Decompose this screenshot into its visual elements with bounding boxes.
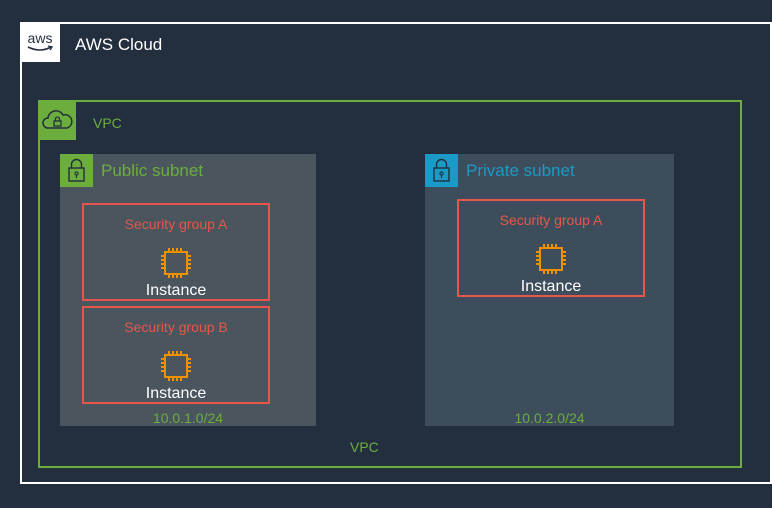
security-group-title: Security group B <box>124 319 228 335</box>
instance-label: Instance <box>145 385 207 402</box>
public-subnet: Public subnet Security group A Instance … <box>60 154 316 426</box>
security-group-a: Security group A Instance <box>82 203 270 301</box>
vpc-bottom-label: VPC <box>350 439 379 455</box>
aws-cloud-title: AWS Cloud <box>75 35 163 54</box>
vpc-title: VPC <box>93 115 122 131</box>
lock-icon <box>60 154 93 187</box>
ec2-instance-icon <box>158 245 194 281</box>
security-group-b: Security group B Instance <box>82 306 270 404</box>
security-group-a: Security group A Instance <box>457 199 645 297</box>
public-subnet-title: Public subnet <box>101 161 204 180</box>
cloud-lock-icon <box>38 100 76 140</box>
subnet-cidr: 10.0.2.0/24 <box>514 410 585 426</box>
aws-cloud-group <box>20 22 772 484</box>
ec2-instance-icon <box>533 241 569 277</box>
subnet-cidr: 10.0.1.0/24 <box>152 410 224 426</box>
aws-logo-icon: aws <box>20 22 60 62</box>
security-group-title: Security group A <box>124 216 228 232</box>
lock-icon <box>425 154 458 187</box>
svg-text:aws: aws <box>28 30 53 46</box>
instance-label: Instance <box>145 282 207 299</box>
vpc-group <box>38 100 742 468</box>
ec2-instance-icon <box>158 348 194 384</box>
instance-label: Instance <box>520 278 582 295</box>
private-subnet: Private subnet Security group A Instance… <box>425 154 674 426</box>
private-subnet-title: Private subnet <box>466 161 575 180</box>
security-group-title: Security group A <box>499 212 603 228</box>
